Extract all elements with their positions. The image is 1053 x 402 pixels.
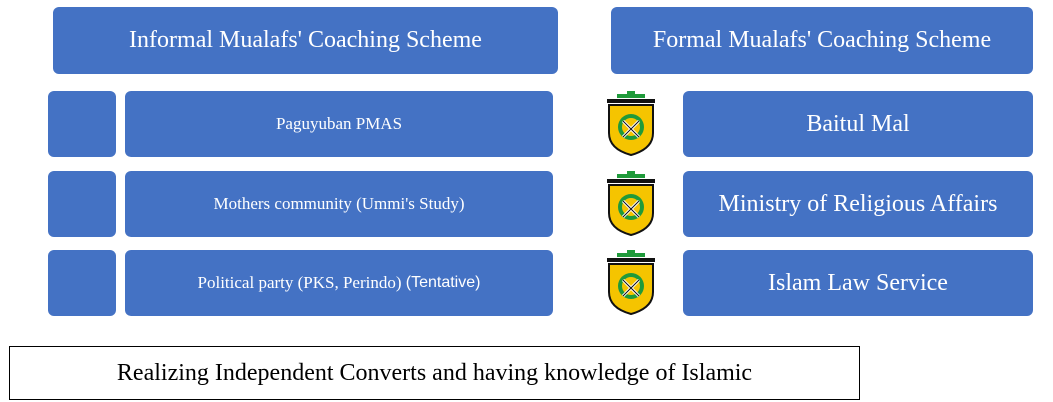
informal-scheme-header: Informal Mualafs' Coaching Scheme: [53, 7, 558, 74]
tentative-note: (Tentative): [405, 274, 481, 291]
provincial-emblem-icon: [607, 91, 655, 157]
outcome-text: Realizing Independent Converts and havin…: [116, 359, 753, 386]
formal-item-islam-law-service: Islam Law Service: [683, 250, 1033, 316]
informal-marker-square: [48, 171, 116, 237]
formal-item-label: Baitul Mal: [806, 110, 910, 137]
informal-item-label: Political party (PKS, Perindo): [197, 273, 406, 292]
formal-item-label: Islam Law Service: [768, 269, 948, 296]
provincial-emblem-icon: [607, 250, 655, 316]
formal-item-baitul-mal: Baitul Mal: [683, 91, 1033, 157]
informal-marker-square: [48, 91, 116, 157]
outcome-box: Realizing Independent Converts and havin…: [9, 346, 860, 400]
informal-marker-square: [48, 250, 116, 316]
formal-scheme-header: Formal Mualafs' Coaching Scheme: [611, 7, 1033, 74]
informal-item-label: Paguyuban PMAS: [275, 114, 403, 133]
informal-item-political-party: Political party (PKS, Perindo) (Tentativ…: [125, 250, 553, 316]
informal-item-paguyuban-pmas: Paguyuban PMAS: [125, 91, 553, 157]
formal-item-ministry-religious-affairs: Ministry of Religious Affairs: [683, 171, 1033, 237]
provincial-emblem-icon: [607, 171, 655, 237]
formal-item-label: Ministry of Religious Affairs: [718, 190, 998, 217]
informal-item-mothers-community: Mothers community (Ummi's Study): [125, 171, 553, 237]
informal-item-label: Mothers community (Ummi's Study): [213, 194, 465, 213]
